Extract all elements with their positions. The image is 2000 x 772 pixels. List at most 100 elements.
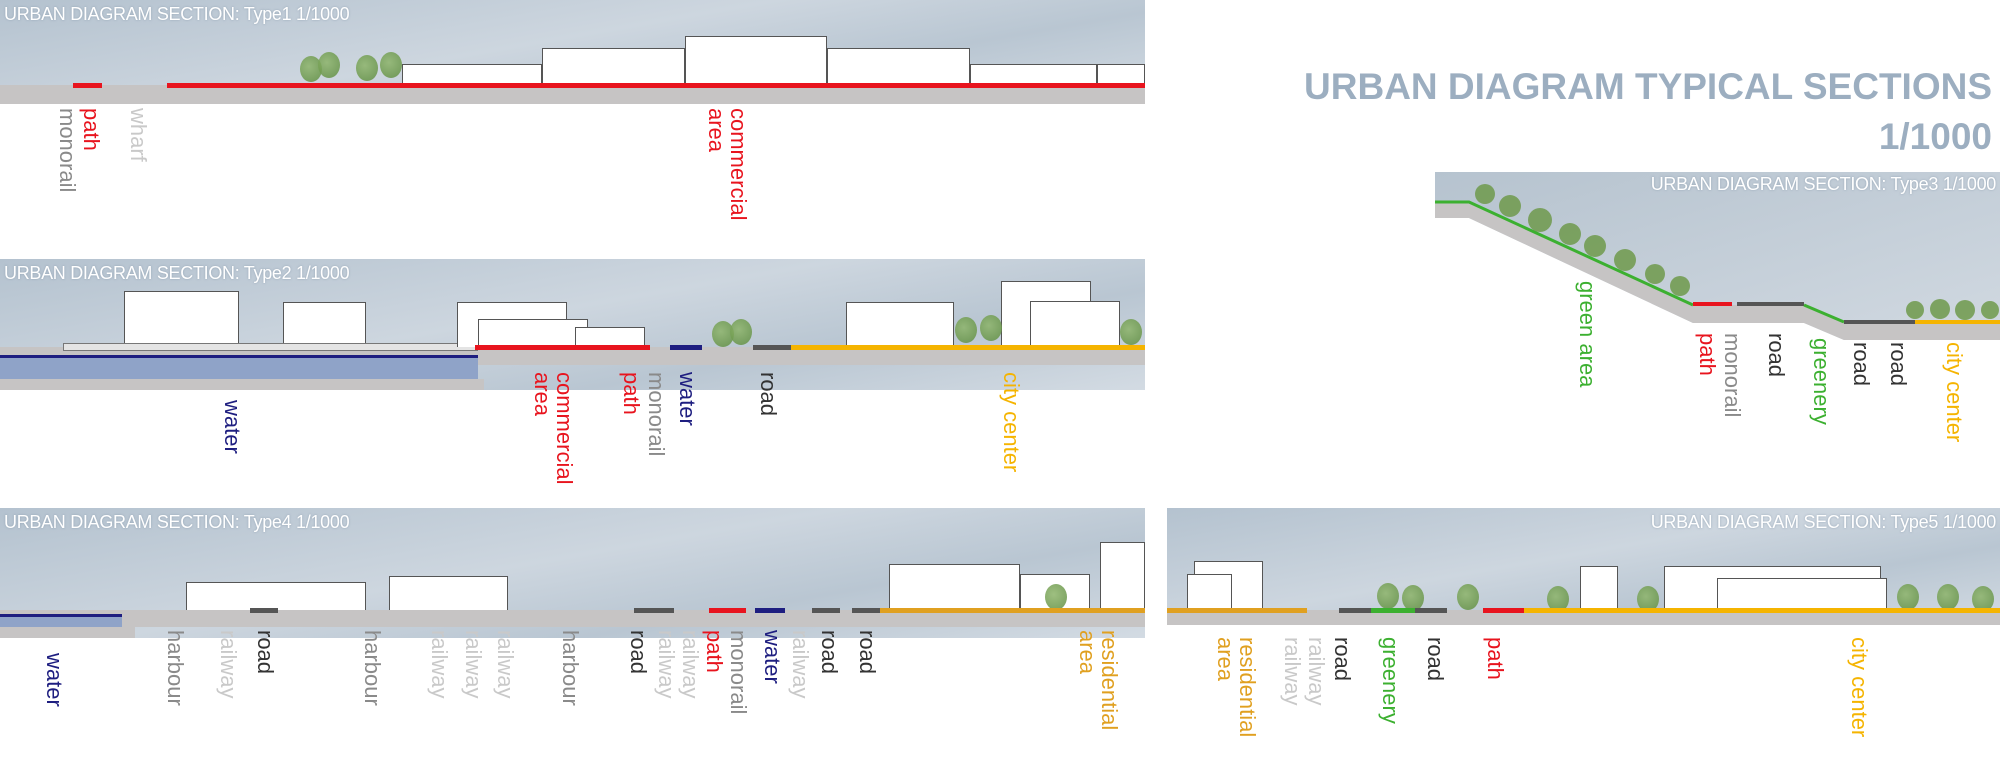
label-text: path bbox=[79, 108, 104, 151]
label-text: wharf bbox=[126, 108, 151, 162]
section-title: URBAN DIAGRAM SECTION: Type5 1/1000 bbox=[1650, 512, 1997, 532]
label-text: commercial bbox=[726, 108, 751, 221]
label-text: path bbox=[1483, 637, 1508, 680]
label-water: water bbox=[42, 653, 67, 707]
building bbox=[1187, 574, 1232, 610]
tree bbox=[356, 55, 378, 81]
label-water: water bbox=[760, 630, 785, 684]
greenery-strip bbox=[1371, 608, 1415, 613]
label-text: water bbox=[220, 400, 245, 454]
label-text: road bbox=[1849, 342, 1874, 387]
water-strip bbox=[755, 608, 785, 613]
commercial-strip bbox=[167, 83, 1145, 88]
main-title: URBAN DIAGRAM TYPICAL SECTIONS 1/1000 bbox=[1304, 62, 1992, 162]
label-monorail: monorail bbox=[55, 108, 80, 192]
label-text: railway bbox=[493, 630, 518, 699]
path-strip bbox=[73, 83, 102, 88]
road-strip bbox=[250, 608, 278, 613]
label-city-center: city center bbox=[1942, 342, 1967, 443]
label-city-center: city center bbox=[999, 372, 1024, 472]
residential-strip bbox=[880, 608, 1145, 613]
ground bbox=[0, 85, 1145, 104]
tree bbox=[955, 317, 977, 343]
road-strip bbox=[753, 345, 791, 350]
tree bbox=[730, 319, 752, 345]
tree bbox=[1637, 586, 1659, 612]
section-title: URBAN DIAGRAM SECTION: Type1 1/1000 bbox=[4, 4, 350, 24]
residential-strip bbox=[1167, 608, 1307, 613]
label-text: railway bbox=[1280, 637, 1305, 706]
tree bbox=[980, 315, 1002, 341]
label-text: road bbox=[626, 630, 651, 675]
label-text: railway bbox=[654, 630, 679, 699]
label-text: area bbox=[1075, 630, 1100, 675]
label-text: railway bbox=[788, 630, 813, 699]
label-text: greenery bbox=[1378, 637, 1403, 724]
label-text: path bbox=[702, 630, 727, 673]
label-greenery: greenery bbox=[1809, 338, 1834, 425]
greenery-line bbox=[1803, 303, 1845, 324]
path-strip bbox=[1483, 608, 1524, 613]
section-type1: URBAN DIAGRAM SECTION: Type1 1/1000 bbox=[0, 0, 1145, 104]
label-road: road bbox=[1849, 342, 1874, 387]
label-road: road bbox=[253, 630, 278, 674]
water-body bbox=[0, 355, 478, 379]
label-text: city center bbox=[1847, 637, 1872, 738]
building bbox=[283, 302, 366, 343]
main-title-line1: URBAN DIAGRAM TYPICAL SECTIONS bbox=[1304, 66, 1992, 107]
label-path: path bbox=[79, 108, 104, 151]
label-railway: railway bbox=[427, 630, 452, 699]
road-strip bbox=[634, 608, 674, 613]
label-text: city center bbox=[1942, 342, 1967, 443]
label-text: road bbox=[1330, 637, 1355, 682]
label-text: residential bbox=[1097, 630, 1122, 731]
section-type4: URBAN DIAGRAM SECTION: Type4 1/1000 bbox=[0, 508, 1145, 638]
building bbox=[389, 576, 508, 610]
label-text: road bbox=[1764, 333, 1789, 378]
label-text: road bbox=[1886, 342, 1911, 387]
road-strip bbox=[1339, 608, 1371, 613]
building bbox=[1580, 566, 1618, 610]
building bbox=[575, 327, 645, 347]
label-road: road bbox=[626, 630, 651, 675]
tree bbox=[1457, 584, 1479, 610]
building bbox=[542, 48, 685, 85]
tree bbox=[380, 52, 402, 78]
city-center-strip bbox=[791, 345, 1145, 350]
label-text: water bbox=[760, 630, 785, 684]
label-road: road bbox=[1330, 637, 1355, 682]
label-greenery: greenery bbox=[1378, 637, 1403, 724]
label-text: area bbox=[1213, 637, 1238, 682]
building bbox=[402, 64, 542, 85]
label-text: commercial bbox=[552, 372, 577, 485]
tree bbox=[712, 321, 734, 347]
label-text: water bbox=[675, 372, 700, 426]
label-railway: railway bbox=[216, 630, 241, 698]
label-road: road bbox=[1423, 637, 1448, 681]
road-strip bbox=[852, 608, 880, 613]
label-text: path bbox=[619, 372, 644, 415]
label-railway: railway bbox=[493, 630, 518, 699]
label-text: railway bbox=[678, 630, 703, 699]
label-path: path bbox=[1695, 333, 1720, 376]
tree bbox=[1937, 584, 1959, 610]
ground bbox=[1435, 202, 2000, 340]
tree bbox=[1120, 319, 1142, 345]
label-road: road bbox=[1764, 333, 1789, 378]
tree bbox=[300, 56, 322, 82]
label-text: water bbox=[42, 653, 67, 707]
tree bbox=[318, 52, 340, 78]
path-strip bbox=[709, 608, 746, 613]
label-text: railway bbox=[427, 630, 452, 699]
building bbox=[827, 48, 970, 85]
label-text: green area bbox=[1575, 281, 1600, 388]
label-text: railway bbox=[1304, 637, 1329, 706]
building bbox=[1100, 542, 1145, 610]
slope-section-drawing bbox=[1435, 172, 2000, 342]
building bbox=[685, 36, 827, 85]
label-monorail: monorail bbox=[644, 372, 669, 456]
building bbox=[889, 564, 1020, 610]
